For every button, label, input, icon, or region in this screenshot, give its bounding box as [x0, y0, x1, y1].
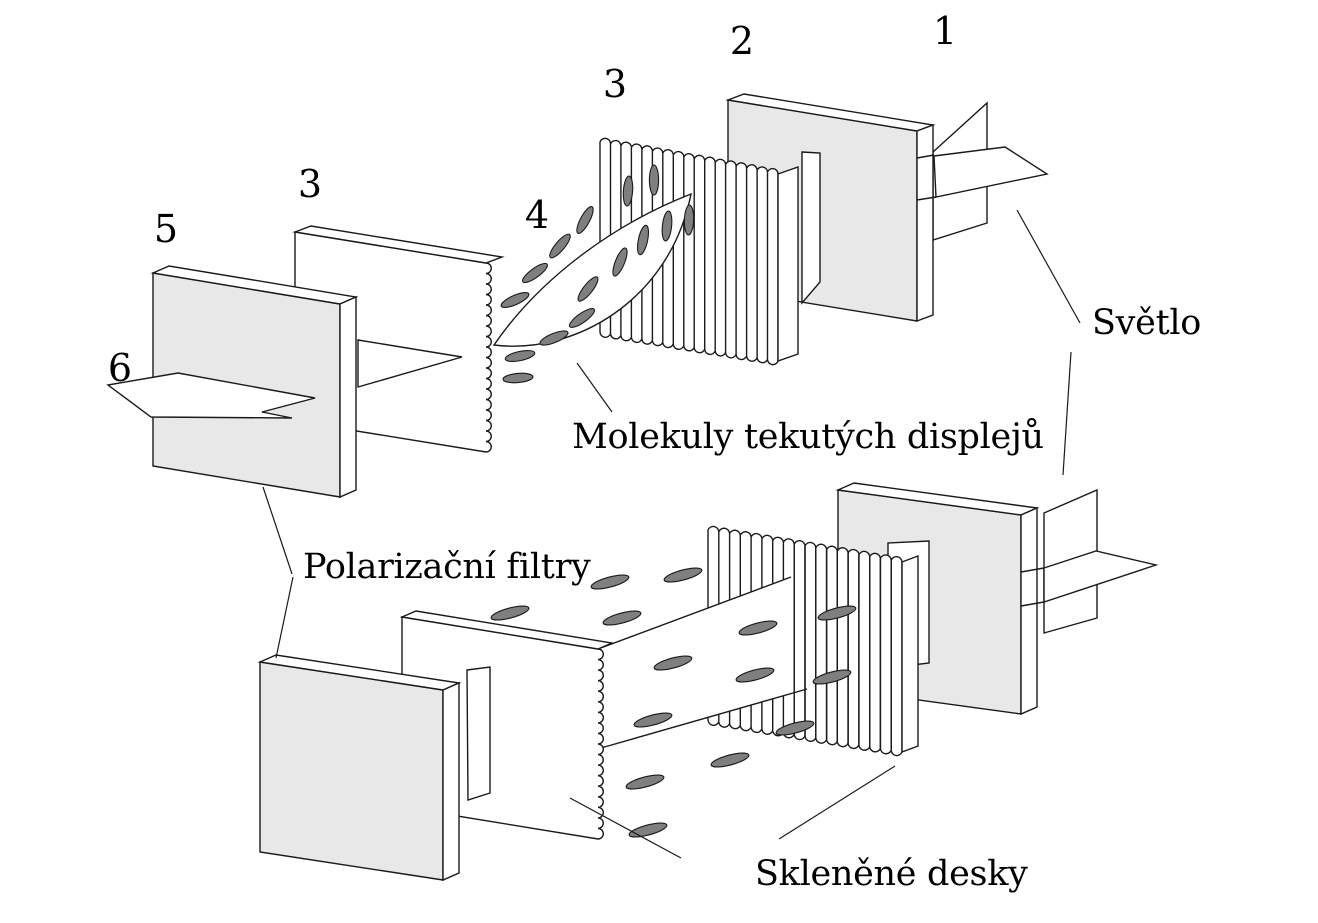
leader-polarizator-top — [262, 486, 293, 575]
ribbed-plate-side-edge — [777, 166, 799, 362]
lc-molecule — [628, 822, 668, 838]
lc-molecule — [590, 574, 630, 590]
leader-polarizator-bottom — [275, 576, 294, 659]
lc-molecule — [502, 372, 534, 384]
lc-molecule — [490, 605, 530, 621]
polarizer-side-edge — [1020, 506, 1038, 716]
lc-molecule — [602, 610, 642, 626]
lc-molecule — [661, 210, 673, 242]
callout-2: 2 — [730, 19, 754, 63]
leader-lines — [262, 209, 1081, 859]
callout-1: 1 — [933, 9, 957, 53]
polarizer-side-edge — [442, 681, 460, 882]
lc-molecule — [735, 667, 775, 683]
lc-molecule — [500, 292, 530, 308]
lc-molecule — [710, 752, 750, 768]
lc-molecule — [738, 620, 778, 636]
lc-molecule — [539, 330, 569, 346]
lc-molecule — [549, 233, 571, 259]
callout-6: 6 — [108, 346, 132, 390]
ribbed-plate-front-ribs — [793, 544, 892, 751]
polarizer-face — [259, 661, 444, 881]
lc-molecule — [817, 605, 857, 621]
lc-molecule — [612, 247, 628, 277]
lc-layer-sheet-edges — [597, 576, 808, 749]
twisted-lc-molecules — [500, 164, 695, 384]
top-assembly — [106, 93, 1049, 499]
rib-lines-front — [793, 544, 892, 751]
lc-molecule — [648, 164, 660, 196]
callout-3-right: 3 — [603, 62, 627, 106]
lc-molecule — [633, 712, 673, 728]
bottom-assembly — [257, 482, 1159, 882]
light-horizontal-plane — [933, 146, 1049, 198]
output-light-arrow — [106, 372, 316, 419]
leader-sklo-left — [569, 797, 682, 859]
aligned-lc-molecules — [490, 567, 857, 838]
leader-sklo-right — [778, 765, 896, 840]
polarizer-side-edge — [916, 123, 934, 323]
light-horizontal-plane — [1043, 550, 1159, 603]
label-molekuly: Molekuly tekutých displejů — [572, 417, 1044, 457]
lc-molecule — [504, 349, 536, 363]
callout-5: 5 — [154, 207, 178, 251]
polarizer-side-edge — [339, 295, 357, 499]
rear-polarizer-panel — [257, 654, 462, 882]
unpolarized-light-cross — [1043, 488, 1159, 634]
lc-molecule — [522, 262, 548, 284]
lc-molecule — [683, 204, 695, 236]
lc-molecule — [622, 175, 634, 207]
callout-3-left: 3 — [298, 162, 322, 206]
horizontal-polarized-plane — [357, 339, 463, 388]
callout-4: 4 — [525, 193, 549, 237]
leader-molekuly — [576, 362, 613, 413]
lc-molecule — [653, 655, 693, 671]
leader-svetlo-top — [1016, 209, 1081, 324]
lc-molecule — [568, 308, 596, 328]
ribbed-plate-side-edge — [901, 554, 919, 754]
light-plane-attach-lines — [916, 154, 937, 201]
lc-molecule — [577, 276, 599, 302]
unpolarized-light-cross — [932, 101, 1049, 241]
plate-top-edge — [399, 610, 615, 650]
lc-molecule — [775, 720, 815, 736]
lc-molecule — [663, 567, 703, 583]
leader-svetlo-bottom — [1062, 351, 1072, 476]
labels: 1 2 3 3 4 5 6 Světlo Molekuly tekutých d… — [108, 9, 1201, 894]
lc-layer-sheet — [598, 577, 791, 748]
light-plane-attach-lines — [1020, 567, 1045, 607]
blocked-light-plane-sliver — [466, 666, 491, 801]
plate-top-edge — [292, 225, 505, 264]
polarized-light-plane-window — [801, 151, 821, 305]
lc-molecule — [636, 224, 650, 256]
lc-molecule — [812, 669, 852, 685]
label-polarizacni: Polarizační filtry — [303, 547, 591, 587]
lc-molecule — [625, 774, 665, 790]
lc-molecule — [576, 206, 594, 234]
label-svetlo: Světlo — [1092, 303, 1201, 343]
label-sklenene: Skleněné desky — [755, 854, 1028, 894]
